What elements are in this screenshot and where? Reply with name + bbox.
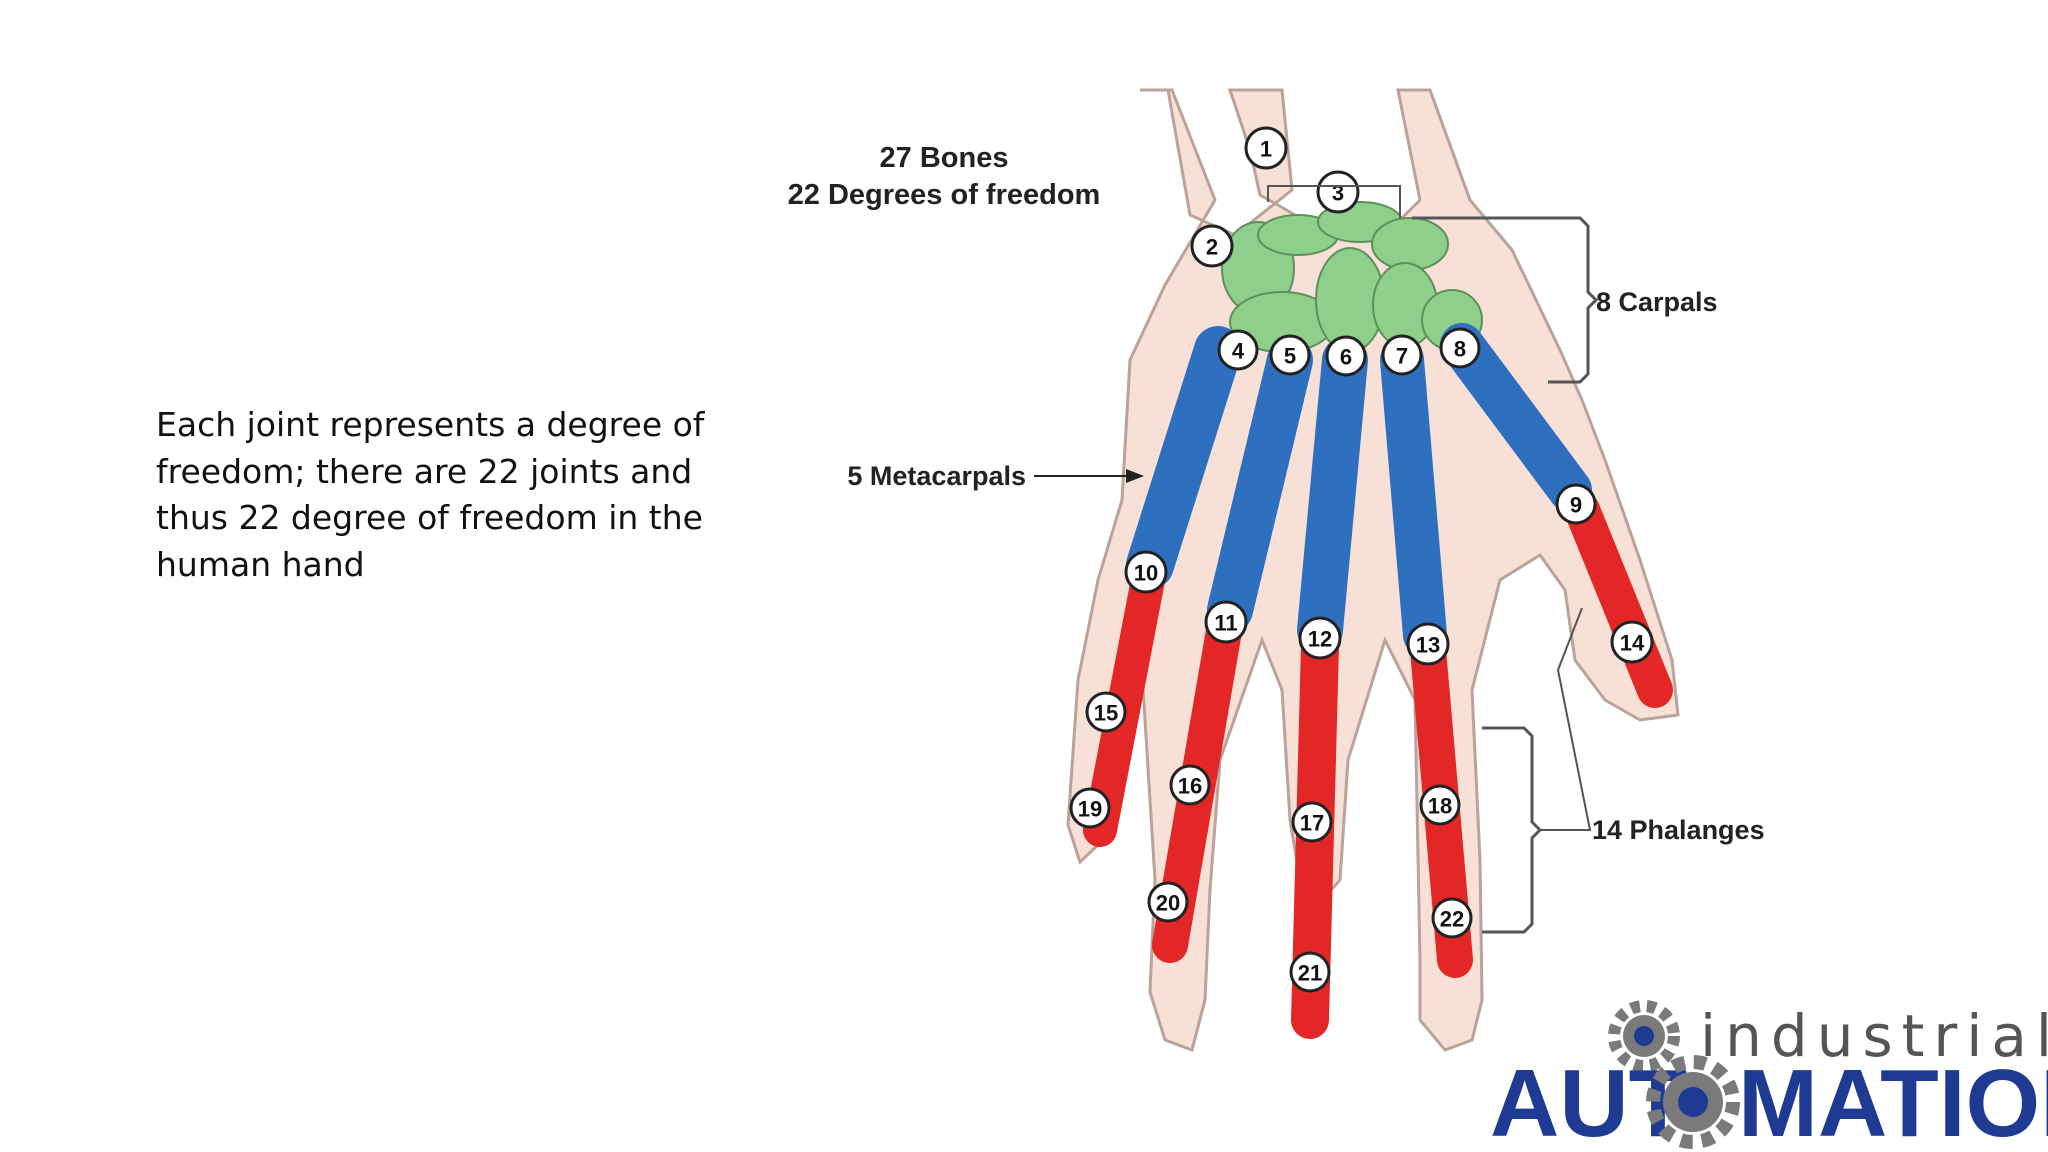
joint-7: 7 bbox=[1381, 334, 1423, 376]
svg-text:16: 16 bbox=[1178, 774, 1202, 799]
body-text: Each joint represents a degree of freedo… bbox=[156, 402, 716, 588]
metacarpals bbox=[1126, 323, 1592, 657]
svg-text:15: 15 bbox=[1094, 701, 1118, 726]
svg-text:14: 14 bbox=[1620, 631, 1645, 656]
joint-4: 4 bbox=[1217, 329, 1259, 371]
metacarpal-4 bbox=[1207, 337, 1313, 633]
svg-text:18: 18 bbox=[1428, 794, 1452, 819]
svg-text:10: 10 bbox=[1134, 561, 1158, 586]
svg-text:9: 9 bbox=[1570, 493, 1582, 518]
joint-20: 20 bbox=[1147, 881, 1189, 923]
svg-text:11: 11 bbox=[1214, 611, 1237, 636]
body-line-3: thus 22 degree of freedom in the bbox=[156, 498, 703, 537]
svg-text:22: 22 bbox=[1440, 907, 1464, 932]
svg-text:21: 21 bbox=[1298, 961, 1322, 986]
carpals-callout: 8 Carpals bbox=[1267, 185, 1718, 384]
metacarpals-label: 5 Metacarpals bbox=[847, 461, 1026, 491]
joint-6: 6 bbox=[1325, 335, 1367, 377]
logo-main-gear-icon bbox=[1646, 1055, 1740, 1149]
joint-1: 1 bbox=[1244, 126, 1288, 170]
svg-text:1: 1 bbox=[1260, 137, 1272, 162]
joint-14: 14 bbox=[1610, 620, 1654, 664]
joint-22: 22 bbox=[1431, 897, 1473, 939]
joint-2: 2 bbox=[1190, 224, 1234, 268]
svg-text:6: 6 bbox=[1340, 345, 1352, 370]
phalanges-thumb-connector bbox=[1540, 607, 1592, 831]
svg-text:12: 12 bbox=[1308, 627, 1332, 652]
svg-text:3: 3 bbox=[1332, 181, 1344, 206]
svg-text:4: 4 bbox=[1232, 339, 1245, 364]
joint-21: 21 bbox=[1289, 951, 1331, 993]
carpals-label: 8 Carpals bbox=[1596, 287, 1718, 317]
svg-text:20: 20 bbox=[1156, 891, 1180, 916]
joint-12: 12 bbox=[1298, 616, 1342, 660]
joint-19: 19 bbox=[1069, 787, 1111, 829]
diagram-title-line-1: 27 Bones bbox=[880, 142, 1009, 174]
joint-15: 15 bbox=[1085, 691, 1127, 733]
joint-17: 17 bbox=[1291, 801, 1333, 843]
joint-18: 18 bbox=[1419, 784, 1461, 826]
metacarpals-callout: 5 Metacarpals bbox=[847, 461, 1144, 491]
joint-3: 3 bbox=[1316, 170, 1360, 214]
joint-markers: 1 2 3 4 5 6 7 8 9 10 11 12 13 14 15 16 1… bbox=[1069, 126, 1654, 993]
phalanges-bracket bbox=[1482, 726, 1543, 934]
metacarpals-arrowhead bbox=[1126, 469, 1144, 483]
carpals-bracket bbox=[1412, 216, 1599, 384]
diagram-title-line-2: 22 Degrees of freedom bbox=[788, 179, 1101, 211]
joint-11: 11 bbox=[1204, 600, 1248, 644]
joint-10: 10 bbox=[1124, 550, 1168, 594]
joint-16: 16 bbox=[1169, 764, 1211, 806]
carpal-bone-4 bbox=[1371, 217, 1449, 271]
logo-word-mation: MATION bbox=[1738, 1050, 2048, 1152]
metacarpal-3 bbox=[1297, 337, 1368, 653]
joint-13: 13 bbox=[1406, 622, 1450, 666]
phalanges-label: 14 Phalanges bbox=[1592, 815, 1765, 845]
svg-text:7: 7 bbox=[1396, 344, 1408, 369]
metacarpal-5 bbox=[1126, 326, 1242, 589]
metacarpal-1 bbox=[1440, 323, 1592, 512]
joint-8: 8 bbox=[1439, 327, 1481, 369]
svg-text:17: 17 bbox=[1300, 811, 1324, 836]
svg-text:2: 2 bbox=[1206, 235, 1218, 260]
svg-text:5: 5 bbox=[1284, 344, 1296, 369]
svg-text:19: 19 bbox=[1078, 797, 1102, 822]
svg-text:13: 13 bbox=[1416, 633, 1440, 658]
joint-9: 9 bbox=[1555, 483, 1597, 525]
body-line-1: Each joint represents a degree of bbox=[156, 405, 705, 444]
body-line-2: freedom; there are 22 joints and bbox=[156, 451, 693, 491]
metacarpal-2 bbox=[1380, 338, 1447, 657]
carpals-top-connector bbox=[1267, 185, 1401, 218]
carpals bbox=[1221, 201, 1483, 353]
body-line-4: human hand bbox=[156, 544, 365, 584]
svg-text:8: 8 bbox=[1454, 337, 1466, 362]
logo-word-industrial: industrial bbox=[1700, 1002, 2048, 1070]
industrial-automation-logo: industrial AUT MATION bbox=[1490, 1000, 2048, 1152]
phalanges-callout: 14 Phalanges bbox=[1482, 607, 1765, 934]
logo-small-gear-icon bbox=[1608, 1000, 1680, 1072]
joint-5: 5 bbox=[1269, 334, 1311, 376]
